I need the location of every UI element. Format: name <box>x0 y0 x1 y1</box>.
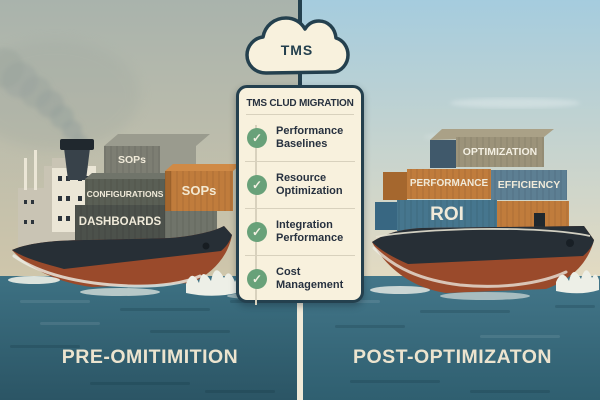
wave-streaks <box>10 300 595 393</box>
checklist-item: ✓ Cost Management <box>245 255 355 302</box>
container-side <box>375 202 397 230</box>
checklist-item: ✓ Performance Baselines <box>245 115 355 161</box>
panel-title: TMS CLUD MIGRATION <box>246 91 354 115</box>
check-icon: ✓ <box>247 128 267 148</box>
item-line: Cost <box>276 265 301 278</box>
item-line: Performance <box>276 232 344 244</box>
tms-cloud <box>245 16 350 75</box>
caption-pre-optimization: PRE-OMITIMITION <box>61 346 239 368</box>
check-icon: ✓ <box>247 175 267 195</box>
container-label-configurations: CONFIGURATIONS <box>86 189 164 199</box>
cloud-wisp <box>450 98 580 108</box>
check-icon: ✓ <box>247 222 267 242</box>
check-icon: ✓ <box>247 269 267 289</box>
item-line: Resource <box>276 171 327 184</box>
checklist-item-label: Integration Performance <box>276 219 343 246</box>
left-hull <box>12 226 232 269</box>
checklist-item: ✓ Resource Optimization <box>245 161 355 208</box>
item-line: Integration <box>276 218 333 231</box>
right-hull <box>372 226 594 264</box>
checklist-connector-line <box>255 125 257 305</box>
item-line: Baselines <box>276 138 328 150</box>
checklist-item-label: Cost Management <box>276 266 343 293</box>
divider-line-bottom <box>297 302 303 400</box>
bow-splash <box>186 270 241 296</box>
right-cargo-stack <box>375 129 569 243</box>
checklist-item: ✓ Integration Performance <box>245 208 355 255</box>
caption-post-optimization: POST-OPTIMIZATON <box>352 346 553 368</box>
container-side <box>430 140 456 168</box>
right-ship <box>370 129 599 300</box>
container-label-optimization: OPTIMIZATION <box>462 146 538 158</box>
mast <box>534 213 545 230</box>
checklist-item-label: Performance Baselines <box>276 125 343 152</box>
container-label-roi: ROI <box>430 204 464 225</box>
anchor-mark <box>566 239 574 247</box>
cloud-label: TMS <box>280 42 314 58</box>
anchor-mark <box>202 242 210 250</box>
deck-railing <box>375 228 591 238</box>
item-line: Optimization <box>276 185 343 197</box>
item-line: Performance <box>276 124 344 137</box>
item-line: Management <box>276 279 344 291</box>
checklist-item-label: Resource Optimization <box>276 172 343 199</box>
smokestack <box>60 139 94 180</box>
container-label-dashboards: DASHBOARDS <box>78 216 162 228</box>
container-top-face <box>85 173 172 179</box>
container-label-sops-orange: SOPs <box>181 183 217 198</box>
migration-checklist-panel: TMS CLUD MIGRATION ✓ Performance Baselin… <box>236 85 364 305</box>
container-label-performance: PERFORMANCE <box>409 178 489 189</box>
bow-splash <box>556 270 599 294</box>
container-label-sops-gray: SOPs <box>117 154 146 166</box>
container-side <box>383 172 407 200</box>
smog-haze <box>0 40 140 150</box>
left-ship <box>8 134 283 299</box>
container-top-face <box>165 164 241 171</box>
right-ship-foam <box>370 246 599 300</box>
container-top-face <box>104 134 210 146</box>
container-label-efficiency: EFFICIENCY <box>497 179 561 191</box>
